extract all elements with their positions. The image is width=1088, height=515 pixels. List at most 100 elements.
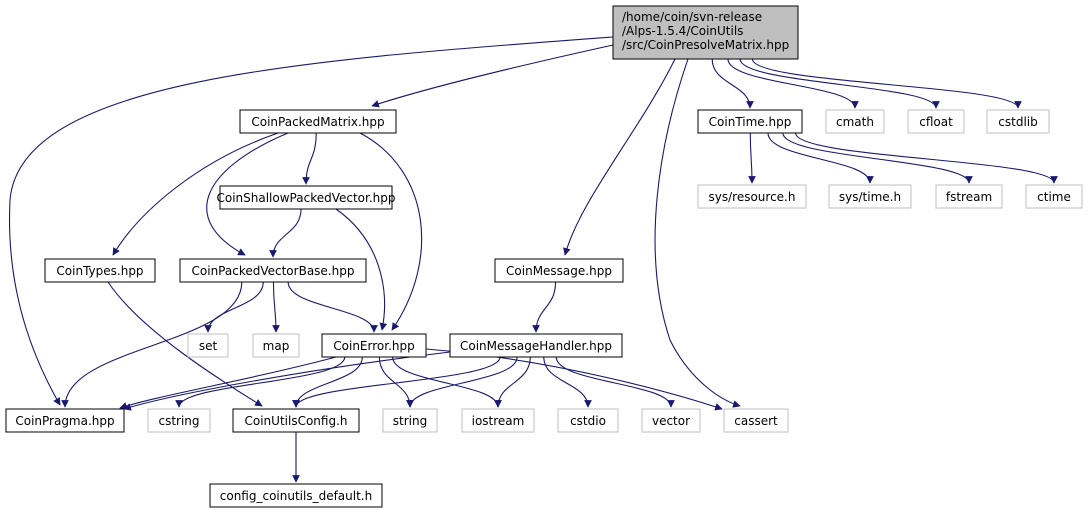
node-label-coinmessage: CoinMessage.hpp — [506, 264, 612, 278]
node-box-root — [612, 5, 799, 60]
node-label-cstdlib: cstdlib — [998, 115, 1037, 129]
node-cfloat: cfloat — [907, 109, 965, 134]
edges-layer — [8, 36, 1058, 483]
node-box-cointime — [697, 109, 803, 134]
node-coinshallowpackedvector[interactable]: CoinShallowPackedVector.hpp — [216, 185, 396, 210]
edge-coinpackedmatrix-to-coinpackedvectorbase — [206, 132, 289, 256]
node-label-coinpackedmatrix: CoinPackedMatrix.hpp — [251, 115, 384, 129]
node-label-cointime: CoinTime.hpp — [709, 115, 792, 129]
edge-coinpackedvectorbase-to-coinpragma — [61, 281, 243, 408]
node-label-root-line-1: /Alps-1.5.4/CoinUtils — [622, 24, 743, 38]
node-box-set — [187, 333, 229, 358]
node-box-ctime — [1025, 184, 1083, 209]
node-root[interactable]: /home/coin/svn-release/Alps-1.5.4/CoinUt… — [612, 5, 799, 60]
node-cointypes[interactable]: CoinTypes.hpp — [44, 258, 156, 283]
edge-root-to-cstdlib — [751, 58, 1022, 109]
edge-cointime-to-sysresource — [748, 132, 756, 184]
node-label-string: string — [393, 414, 427, 428]
node-vector: vector — [641, 408, 701, 433]
node-label-cmath: cmath — [836, 115, 874, 129]
edge-coinpackedvectorbase-to-coinerror — [287, 281, 378, 333]
node-box-coinpragma — [5, 408, 125, 433]
edge-coinmessagehandler-to-iostream — [494, 356, 531, 408]
edge-coinpackedmatrix-to-cointypes — [112, 132, 279, 256]
node-label-cointypes: CoinTypes.hpp — [56, 264, 143, 278]
node-sysresource: sys/resource.h — [697, 184, 807, 209]
node-box-cstdio — [557, 408, 619, 433]
node-iostream: iostream — [461, 408, 535, 433]
node-label-fstream: fstream — [946, 190, 992, 204]
node-box-coinpackedvectorbase — [179, 258, 367, 283]
node-coinpackedmatrix[interactable]: CoinPackedMatrix.hpp — [239, 109, 397, 134]
node-label-root-line-2: /src/CoinPresolveMatrix.hpp — [622, 38, 789, 52]
edge-root-to-coinpragma — [8, 36, 614, 406]
node-ctime: ctime — [1025, 184, 1083, 209]
node-label-coinmessagehandler: CoinMessageHandler.hpp — [460, 339, 612, 353]
node-systime: sys/time.h — [828, 184, 912, 209]
node-label-cstring: cstring — [158, 414, 199, 428]
node-cstring: cstring — [147, 408, 211, 433]
edge-cointime-to-systime — [767, 132, 874, 184]
edge-coinmessage-to-coinmessagehandler — [532, 281, 557, 333]
node-label-set: set — [199, 339, 218, 353]
node-box-vector — [641, 408, 701, 433]
node-box-coinutilsconfig — [232, 408, 360, 433]
edge-root-to-coinmessage — [563, 58, 676, 256]
node-box-cstring — [147, 408, 211, 433]
node-label-configdefault: config_coinutils_default.h — [220, 489, 372, 503]
node-cointime[interactable]: CoinTime.hpp — [697, 109, 803, 134]
edge-cointime-to-fstream — [782, 132, 973, 184]
edge-coinpackedmatrix-to-coinerror — [359, 132, 423, 331]
node-box-sysresource — [697, 184, 807, 209]
edge-coinerror-to-coinpragma — [119, 356, 337, 410]
node-coinerror[interactable]: CoinError.hpp — [321, 333, 427, 358]
node-label-cfloat: cfloat — [919, 115, 953, 129]
node-cmath: cmath — [825, 109, 885, 134]
edge-coinshallowpackedvector-to-coinpackedvectorbase — [269, 208, 302, 258]
node-cstdio: cstdio — [557, 408, 619, 433]
node-configdefault[interactable]: config_coinutils_default.h — [209, 483, 383, 508]
edge-root-to-cfloat — [739, 58, 940, 109]
node-box-cmath — [825, 109, 885, 134]
node-box-systime — [828, 184, 912, 209]
node-box-fstream — [935, 184, 1003, 209]
node-coinmessagehandler[interactable]: CoinMessageHandler.hpp — [449, 333, 623, 358]
node-label-cstdio: cstdio — [570, 414, 606, 428]
nodes-layer: /home/coin/svn-release/Alps-1.5.4/CoinUt… — [5, 5, 1083, 508]
edge-coinmessagehandler-to-coinutilsconfig — [292, 356, 501, 408]
node-box-coinmessagehandler — [449, 333, 623, 358]
edge-coinmessagehandler-to-cstdio — [543, 356, 592, 408]
node-coinpackedvectorbase[interactable]: CoinPackedVectorBase.hpp — [179, 258, 367, 283]
edge-coinerror-to-iostream — [392, 356, 502, 408]
node-box-map — [252, 333, 300, 358]
edge-coinpackedmatrix-to-coinshallowpackedvector — [302, 132, 317, 185]
node-box-cfloat — [907, 109, 965, 134]
edge-coinerror-to-cstring — [175, 356, 346, 408]
node-label-iostream: iostream — [472, 414, 525, 428]
node-label-coinerror: CoinError.hpp — [333, 339, 414, 353]
edge-coinmessagehandler-to-vector — [555, 356, 675, 408]
node-label-coinpackedvectorbase: CoinPackedVectorBase.hpp — [192, 264, 355, 278]
node-coinutilsconfig[interactable]: CoinUtilsConfig.h — [232, 408, 360, 433]
edge-cointypes-to-coinutilsconfig — [107, 281, 263, 407]
node-box-cointypes — [44, 258, 156, 283]
node-box-coinpackedmatrix — [239, 109, 397, 134]
node-map: map — [252, 333, 300, 358]
node-label-vector: vector — [652, 414, 690, 428]
node-label-systime: sys/time.h — [839, 190, 901, 204]
edge-coinpackedvectorbase-to-set — [204, 281, 264, 333]
node-box-string — [382, 408, 438, 433]
edge-root-to-cointime — [711, 58, 754, 109]
edge-coinshallowpackedvector-to-coinerror — [335, 208, 388, 331]
edge-root-to-cmath — [727, 58, 859, 109]
edge-root-to-cassert — [654, 58, 741, 408]
node-coinpragma[interactable]: CoinPragma.hpp — [5, 408, 125, 433]
node-label-map: map — [263, 339, 290, 353]
node-coinmessage[interactable]: CoinMessage.hpp — [494, 258, 624, 283]
node-label-sysresource: sys/resource.h — [709, 190, 796, 204]
node-label-coinpragma: CoinPragma.hpp — [15, 414, 114, 428]
edge-cointime-to-ctime — [795, 132, 1058, 184]
edge-coinmessagehandler-to-string — [406, 356, 518, 408]
node-cassert: cassert — [723, 408, 789, 433]
